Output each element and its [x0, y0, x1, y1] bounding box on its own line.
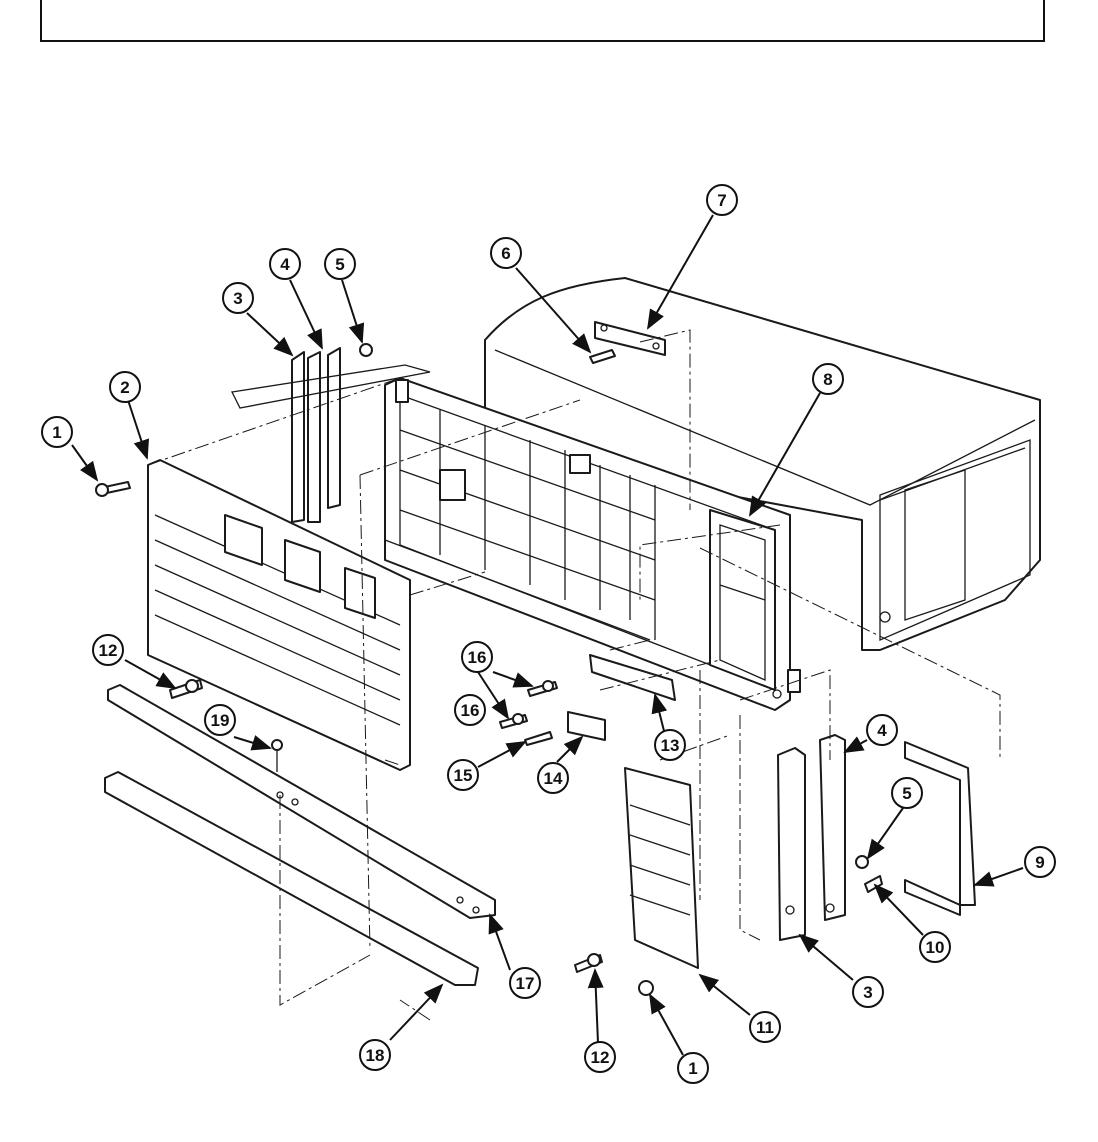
callout-18: 18 [359, 1039, 391, 1071]
svg-text:17: 17 [516, 974, 535, 993]
svg-text:3: 3 [233, 289, 242, 308]
callout-9: 9 [1024, 846, 1056, 878]
rails [104, 684, 496, 986]
svg-text:3: 3 [863, 983, 872, 1002]
svg-text:16: 16 [461, 701, 480, 720]
svg-text:11: 11 [756, 1018, 774, 1037]
svg-text:5: 5 [902, 784, 911, 803]
top-bracket [589, 321, 666, 364]
svg-text:7: 7 [717, 191, 726, 210]
callout-15: 15 [447, 759, 479, 791]
lower-panel [624, 767, 699, 969]
svg-text:19: 19 [211, 711, 230, 730]
callout-3-left: 3 [222, 282, 254, 314]
svg-text:18: 18 [366, 1046, 385, 1065]
callout-3-right: 3 [852, 976, 884, 1008]
callout-8: 8 [812, 363, 844, 395]
callout-10: 10 [919, 931, 951, 963]
callout-1-left: 1 [41, 416, 73, 448]
frame-assembly [384, 377, 801, 711]
svg-text:4: 4 [877, 721, 887, 740]
left-strips [231, 347, 431, 523]
svg-text:8: 8 [823, 370, 832, 389]
svg-text:14: 14 [544, 769, 563, 788]
svg-text:12: 12 [591, 1048, 610, 1067]
callout-17: 17 [509, 967, 541, 999]
callout-7: 7 [706, 184, 738, 216]
svg-text:1: 1 [52, 423, 61, 442]
callout-4-left: 4 [269, 248, 301, 280]
callout-12-bottom: 12 [584, 1041, 616, 1073]
callout-1-bottom: 1 [677, 1052, 709, 1084]
callout-19: 19 [204, 704, 236, 736]
callout-12-left: 12 [92, 634, 124, 666]
svg-text:6: 6 [501, 244, 510, 263]
svg-text:16: 16 [468, 648, 487, 667]
callout-11: 11 [749, 1011, 781, 1043]
callout-4-right: 4 [866, 714, 898, 746]
callout-14: 14 [537, 762, 569, 794]
left-panel [147, 459, 411, 771]
callouts: 1 2 3 4 5 6 7 8 12 16 16 19 15 14 13 4 5… [41, 184, 1056, 1084]
callout-16-upper: 16 [461, 641, 493, 673]
alignment-lines [147, 329, 1001, 1021]
svg-text:1: 1 [688, 1059, 697, 1078]
title-box [40, 0, 1045, 42]
van-body [484, 277, 1041, 651]
svg-text:10: 10 [926, 938, 945, 957]
right-strips [777, 734, 846, 941]
svg-text:5: 5 [335, 255, 344, 274]
svg-text:13: 13 [661, 736, 680, 755]
callout-6: 6 [490, 237, 522, 269]
hinge-plates [567, 654, 676, 741]
svg-text:2: 2 [120, 378, 129, 397]
callout-5-left: 5 [324, 248, 356, 280]
svg-text:9: 9 [1035, 853, 1044, 872]
seal [904, 741, 976, 916]
svg-text:4: 4 [280, 255, 290, 274]
callout-13: 13 [654, 729, 686, 761]
callout-5-right: 5 [891, 777, 923, 809]
fasteners [95, 343, 883, 996]
svg-text:15: 15 [454, 766, 473, 785]
svg-text:12: 12 [99, 641, 118, 660]
callout-16-lower: 16 [454, 694, 486, 726]
callout-2: 2 [109, 371, 141, 403]
